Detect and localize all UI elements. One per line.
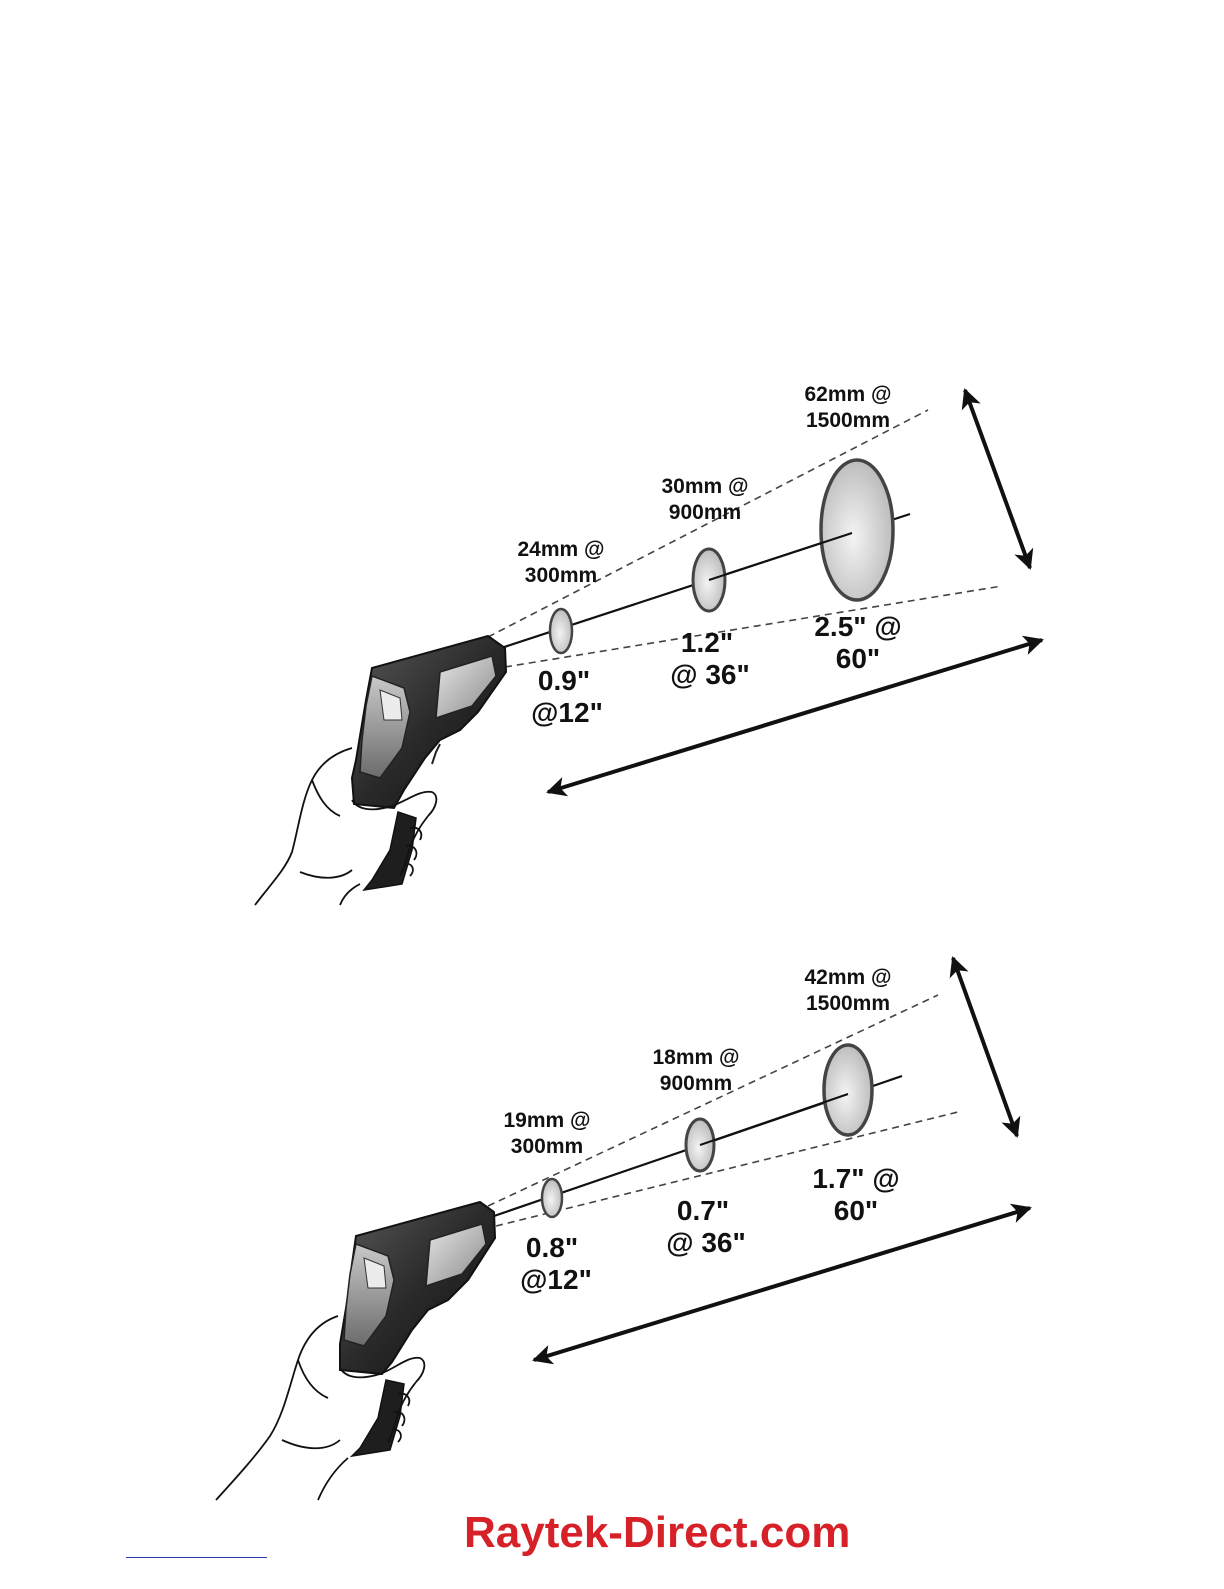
imperial-label-far-line2: 60" bbox=[834, 1195, 878, 1226]
distance-arrow bbox=[548, 640, 1042, 792]
metric-label-near-line1: 24mm @ bbox=[517, 538, 604, 561]
spot-near bbox=[542, 1179, 562, 1217]
diagram-bottom: 19mm @ 300mm 18mm @ 900mm 42mm @ 1500mm … bbox=[216, 958, 1030, 1500]
imperial-label-mid-line2: @ 36" bbox=[670, 659, 750, 690]
metric-label-far-line2: 1500mm bbox=[806, 992, 890, 1015]
metric-label-near-line1: 19mm @ bbox=[503, 1109, 590, 1132]
metric-label-mid-line1: 18mm @ bbox=[652, 1046, 739, 1069]
imperial-label-mid-line2: @ 36" bbox=[666, 1227, 746, 1258]
spot-far bbox=[824, 1045, 872, 1135]
sight-line-through-spot bbox=[700, 1094, 848, 1145]
metric-label-near-line2: 300mm bbox=[511, 1135, 583, 1158]
imperial-label-near-line2: @12" bbox=[531, 697, 603, 728]
metric-label-mid-line2-text: 900mm bbox=[669, 501, 741, 524]
imperial-label-mid-line1: 0.7" bbox=[677, 1195, 729, 1226]
infrared-thermometer bbox=[340, 1202, 495, 1456]
imperial-label-near-line1: 0.8" bbox=[526, 1232, 578, 1263]
spot-near bbox=[550, 609, 572, 653]
metric-label-far-line1: 62mm @ bbox=[804, 383, 891, 406]
spot-far bbox=[821, 460, 893, 600]
footnote-rule bbox=[126, 1557, 267, 1558]
spot-size-arrow bbox=[953, 958, 1017, 1136]
spot-size-arrow bbox=[965, 390, 1030, 568]
metric-label-near-line2: 300mm bbox=[525, 564, 597, 587]
metric-label-far-line2: 1500mm bbox=[806, 409, 890, 432]
brand-footer-text[interactable]: Raytek-Direct.com bbox=[464, 1508, 850, 1558]
metric-label-far-line1: 42mm @ bbox=[804, 966, 891, 989]
imperial-label-far-line1: 2.5" @ bbox=[814, 611, 901, 642]
imperial-label-mid-line1: 1.2" bbox=[681, 627, 733, 658]
infrared-thermometer bbox=[352, 636, 506, 890]
distance-arrow bbox=[534, 1208, 1030, 1360]
imperial-label-near-line2: @12" bbox=[520, 1264, 592, 1295]
imperial-label-far-line1: 1.7" @ bbox=[812, 1163, 899, 1194]
imperial-label-near-line1: 0.9" bbox=[538, 665, 590, 696]
diagram-top: 24mm @ 300mm 30mm @ 900mm 62mm @ 1500mm … bbox=[255, 383, 1042, 905]
fov-boundary-lower bbox=[505, 586, 1002, 667]
metric-label-mid-line1: 30mm @ bbox=[661, 475, 748, 498]
metric-label-mid-line2: 900mm bbox=[660, 1072, 732, 1095]
imperial-label-far-line2: 60" bbox=[836, 643, 880, 674]
